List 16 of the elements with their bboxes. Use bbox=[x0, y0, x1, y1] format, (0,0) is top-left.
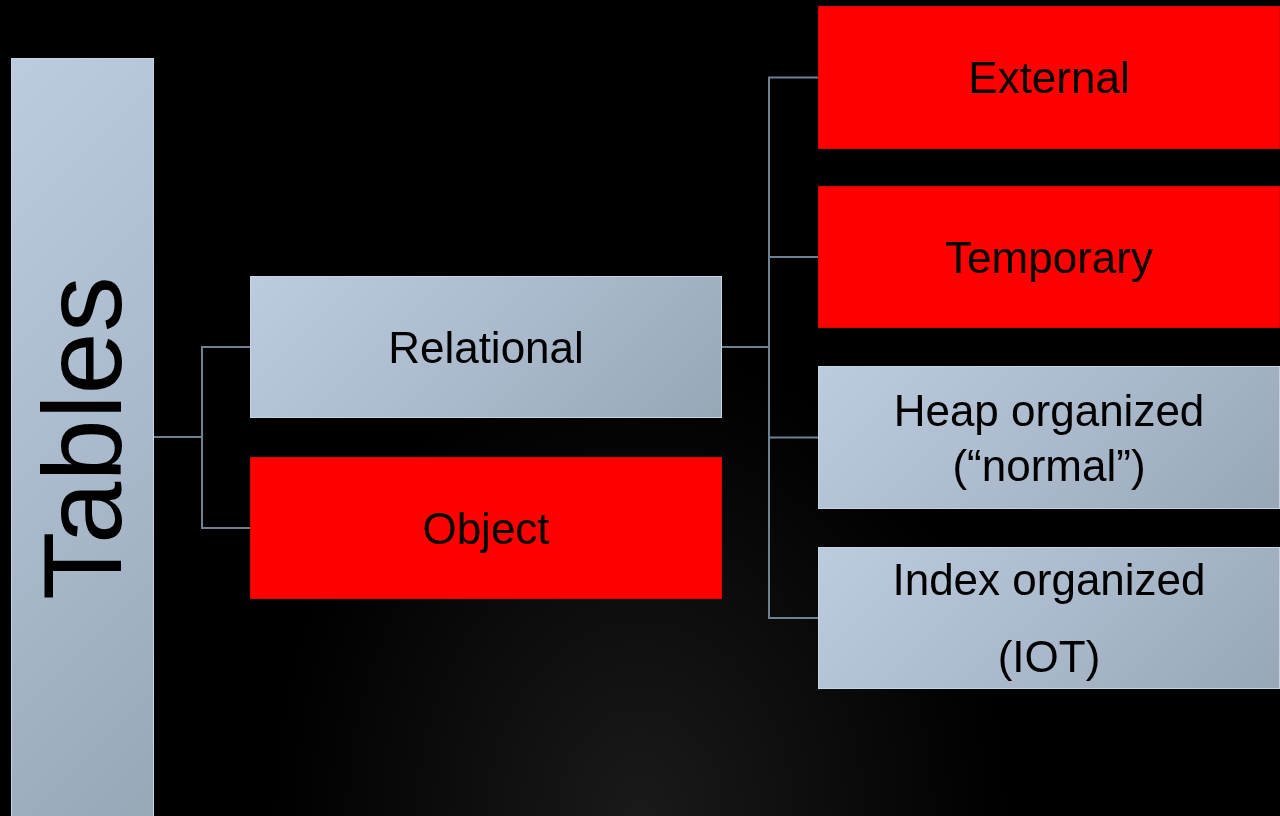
connector-line bbox=[153, 436, 251, 529]
category-box bbox=[818, 186, 1280, 328]
category-bar bbox=[11, 58, 154, 816]
box-label: Index organized (IOT) bbox=[891, 554, 1207, 683]
category-box bbox=[818, 366, 1280, 509]
box-label: Heap organized (“normal”) bbox=[892, 384, 1206, 492]
connector-line bbox=[721, 346, 819, 619]
category-box bbox=[818, 547, 1280, 689]
box-label: Temporary bbox=[944, 231, 1154, 284]
category-box bbox=[818, 6, 1280, 149]
vertical-title: Tables bbox=[26, 276, 139, 600]
box-label: Object bbox=[421, 502, 551, 555]
category-box bbox=[250, 457, 722, 599]
category-box bbox=[250, 276, 722, 418]
box-label: External bbox=[967, 52, 1131, 104]
box-label: Relational bbox=[387, 321, 585, 374]
